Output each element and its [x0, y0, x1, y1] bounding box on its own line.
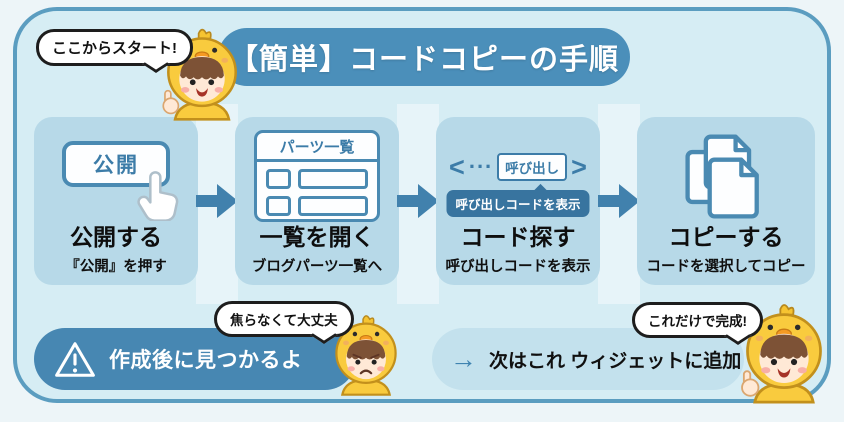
list-cell-square: [266, 169, 291, 189]
step-publish: 公開 公開する 『公開』を押す: [34, 117, 198, 285]
footer-note-pill: 作成後に見つかるよ: [34, 328, 356, 390]
footer-note-text: 作成後に見つかるよ: [109, 349, 303, 372]
list-cell-square: [266, 196, 291, 216]
footer-next-pill: → 次はこれ ウィジェットに追加: [432, 328, 744, 390]
page-title: 【簡単】コードコピーの手順: [228, 44, 619, 76]
step-heading: コード探す: [460, 224, 576, 250]
calm-bubble-label: 焦らなくて大丈夫: [230, 313, 338, 328]
flow-arrow-icon: [598, 184, 640, 218]
step-heading: 一覧を開く: [259, 224, 375, 250]
hand-cursor-icon: [137, 171, 179, 221]
title-banner: 【簡単】コードコピーの手順: [218, 28, 630, 86]
warning-triangle-icon: [55, 341, 95, 377]
step-subtext: 呼び出しコードを表示: [445, 259, 591, 275]
parts-list-body: [257, 162, 377, 219]
done-bubble-label: これだけで完成!: [648, 314, 747, 329]
step-heading: コピーする: [668, 224, 784, 250]
flow-arrow-icon: [397, 184, 439, 218]
step-heading: 公開する: [70, 224, 162, 250]
code-tag-icon: < ... 呼び出し >: [449, 148, 587, 182]
calm-speech-bubble: 焦らなくて大丈夫: [214, 301, 354, 337]
step-subtext: ブログパーツ一覧へ: [251, 259, 383, 275]
step-find-code: < ... 呼び出し > 呼び出しコードを表示 コード探す 呼び出しコードを表示: [436, 117, 600, 285]
done-speech-bubble: これだけで完成!: [632, 302, 763, 338]
parts-list-header: パーツ一覧: [257, 133, 377, 162]
step-subtext: コードを選択してコピー: [646, 259, 806, 275]
right-arrow-icon: →: [450, 343, 477, 374]
parts-list-window-icon: パーツ一覧: [254, 130, 380, 222]
flow-arrow-icon: [196, 184, 238, 218]
footer-next-text: 次はこれ ウィジェットに追加: [489, 350, 742, 372]
start-speech-bubble: ここからスタート!: [36, 29, 193, 66]
start-bubble-label: ここからスタート!: [52, 40, 177, 57]
list-cell-bar: [298, 196, 368, 216]
step-subtext: 『公開』を押す: [65, 259, 167, 275]
copy-pages-icon: [685, 134, 759, 219]
publish-button-label: 公開: [93, 154, 139, 177]
step-copy: コピーする コードを選択してコピー: [637, 117, 815, 285]
list-cell-bar: [298, 169, 368, 189]
code-tag-label: 呼び出し: [497, 153, 568, 181]
step-open-list: パーツ一覧 一覧を開く ブログパーツ一覧へ: [235, 117, 399, 285]
code-open-bracket: <: [449, 151, 465, 182]
code-close-bracket: >: [571, 151, 587, 182]
show-code-badge: 呼び出しコードを表示: [446, 190, 590, 217]
